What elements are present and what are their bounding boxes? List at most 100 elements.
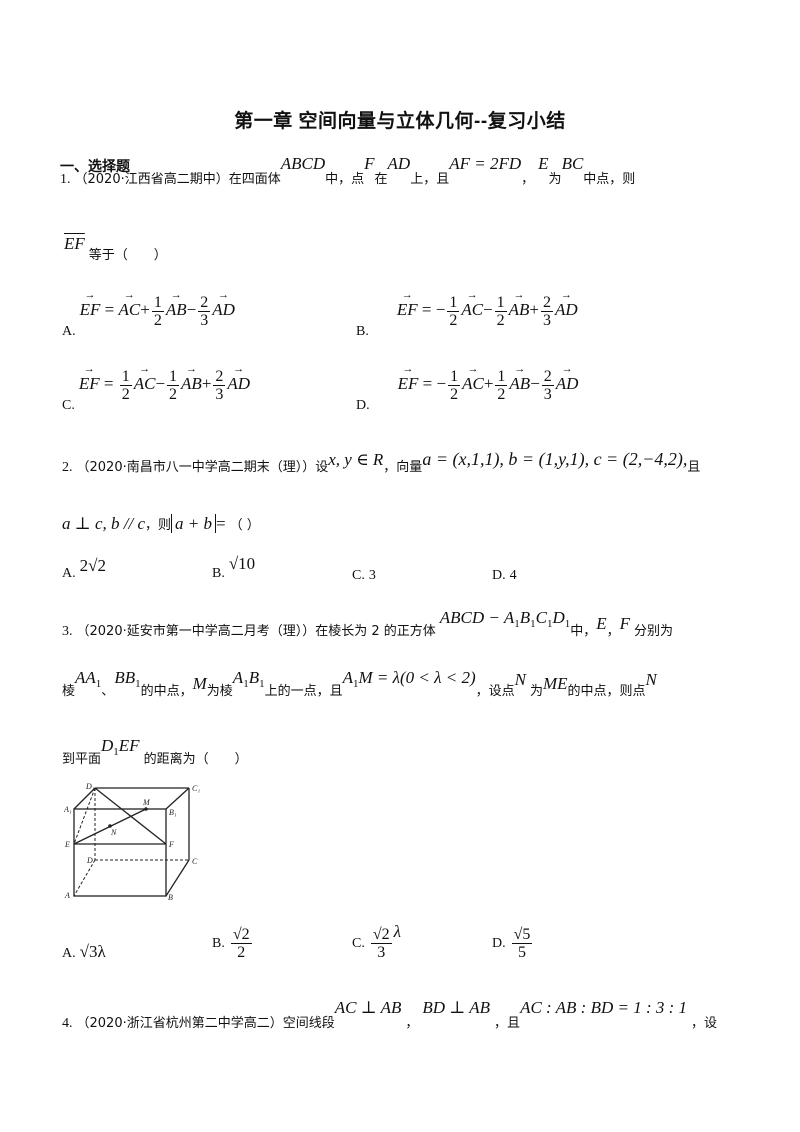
option-label: D.: [492, 568, 506, 583]
question-3-line3: 到平面D1EF 的距离为（ ）: [62, 736, 248, 770]
q1-option-d[interactable]: D. EF = −12AC+12AB−23AD: [356, 368, 578, 413]
question-number: 1.: [60, 172, 71, 187]
math-term: E: [596, 614, 607, 633]
q2-option-a[interactable]: A. 2√2: [62, 556, 106, 582]
stem-text: 为: [529, 684, 543, 699]
stem-text: 的中点，则点: [567, 684, 646, 699]
math-term: A1B1: [232, 668, 265, 690]
question-number: 2.: [62, 460, 73, 475]
question-source: （2020·延安市第一中学高二月考（理））: [76, 624, 316, 639]
svg-text:D: D: [86, 856, 93, 865]
stem-text: ，: [405, 1016, 419, 1031]
svg-text:C: C: [192, 857, 198, 866]
math-term: AC ⊥ AB: [334, 998, 402, 1017]
cube-figure: D₁ C₁ A₁ B₁ M N E F D C A B: [64, 783, 200, 901]
math-term: F: [364, 154, 375, 173]
option-label: D.: [492, 936, 506, 952]
stem-text: 到平面: [62, 752, 102, 767]
question-1-line1: 1. （2020·江西省高二期中）在四面体ABCD中，点F在AD上，且AF = …: [60, 154, 636, 188]
stem-text: ，: [606, 624, 620, 639]
stem-text: 空间线段: [282, 1016, 335, 1031]
question-number: 4.: [62, 1016, 73, 1031]
q1-option-a[interactable]: A. EF = AC+12AB−23AD: [62, 294, 235, 339]
stem-text: 分别为: [634, 624, 674, 639]
stem-text: 为: [548, 172, 562, 187]
stem-text: 的中点，: [140, 684, 193, 699]
question-number: 3.: [62, 624, 73, 639]
option-label: C.: [62, 398, 75, 414]
option-label: A.: [62, 566, 76, 581]
math-term: BC: [561, 154, 584, 173]
q2-option-c[interactable]: C. 3: [352, 566, 376, 584]
option-label: D.: [356, 398, 370, 414]
option-label: B.: [212, 566, 225, 581]
svg-text:B: B: [168, 893, 173, 901]
math-term: F: [619, 614, 631, 633]
option-label: A.: [62, 946, 76, 961]
q2-option-b[interactable]: B. √10: [212, 554, 255, 582]
option-value: √3λ: [79, 942, 106, 961]
math-condition: a ⊥ c, b // c: [62, 514, 146, 533]
stem-text: 、: [101, 684, 115, 699]
math-term: N: [514, 670, 526, 689]
q1-option-c[interactable]: C. EF = 12AC−12AB+23AD: [62, 368, 250, 413]
math-term: ME: [542, 674, 568, 693]
svg-text:D₁: D₁: [85, 783, 95, 791]
answer-blank-text: 等于（ ）: [88, 248, 167, 263]
stem-text: 中点，则: [583, 172, 636, 187]
math-term: ABCD: [280, 154, 326, 173]
math-term: N: [645, 670, 657, 689]
question-source: （2020·江西省高二期中）: [74, 172, 229, 187]
question-3-line1: 3. （2020·延安市第一中学高二月考（理））在棱长为 2 的正方体 ABCD…: [62, 608, 674, 642]
math-term: A1M = λ(0 < λ < 2): [342, 668, 476, 690]
stem-text: ，且: [494, 1016, 521, 1031]
option-label: B.: [212, 936, 225, 952]
stem-text: ，: [521, 172, 535, 187]
stem-text: 上的一点，且: [264, 684, 343, 699]
question-2-line1: 2. （2020·南昌市八一中学高二期末（理））设x, y ∈ R，向量a = …: [62, 449, 701, 476]
svg-text:A₁: A₁: [64, 805, 72, 814]
question-4-line1: 4. （2020·浙江省杭州第二中学高二）空间线段AC ⊥ AB ， BD ⊥ …: [62, 998, 718, 1032]
option-value: √10: [228, 554, 256, 573]
math-term: AD: [387, 154, 411, 173]
stem-text: 且: [687, 460, 701, 475]
option-label: A.: [62, 324, 76, 340]
q2-option-d[interactable]: D. 4: [492, 566, 517, 584]
section-heading: 一、选择题: [60, 158, 130, 174]
question-source: （2020·浙江省杭州第二中学高二）: [76, 1016, 283, 1031]
option-value: 4: [509, 568, 517, 583]
question-1-line2: EF 等于（ ）: [64, 234, 167, 264]
option-label: C.: [352, 936, 365, 952]
math-term: AF = 2FD: [449, 154, 522, 173]
stem-text: ，设点: [475, 684, 515, 699]
q1-option-b[interactable]: B. EF = −12AC−12AB+23AD: [356, 294, 578, 339]
stem-text: 在: [374, 172, 388, 187]
math-term: BB1: [114, 668, 141, 690]
svg-text:A: A: [64, 891, 70, 900]
question-source: （2020·南昌市八一中学高二期末（理））: [76, 460, 316, 475]
option-value: 3: [368, 568, 376, 583]
stem-text: 在棱长为 2 的正方体: [315, 624, 436, 639]
stem-text: 设: [315, 460, 329, 475]
stem-text: 中，: [570, 624, 597, 639]
abs-expression: a + b: [171, 514, 217, 533]
vector-ef: EF: [80, 300, 101, 320]
stem-text: 棱: [62, 684, 76, 699]
math-term: ABCD − A1B1C1D1: [439, 608, 571, 630]
math-term: AC : AB : BD = 1 : 3 : 1: [520, 998, 688, 1017]
svg-text:C₁: C₁: [192, 784, 200, 793]
q3-option-a[interactable]: A. √3λ: [62, 942, 106, 962]
svg-text:E: E: [64, 840, 70, 849]
math-term: x, y ∈ R: [328, 450, 384, 469]
stem-text: ，向量: [383, 460, 423, 475]
stem-text: ，设: [691, 1016, 718, 1031]
vector-definitions: a = (x,1,1), b = (1,y,1), c = (2,−4,2),: [422, 449, 688, 469]
stem-text: 中，点: [325, 172, 365, 187]
page-title: 第一章 空间向量与立体几何--复习小结: [234, 111, 566, 132]
math-term: BD ⊥ AB: [422, 998, 491, 1017]
